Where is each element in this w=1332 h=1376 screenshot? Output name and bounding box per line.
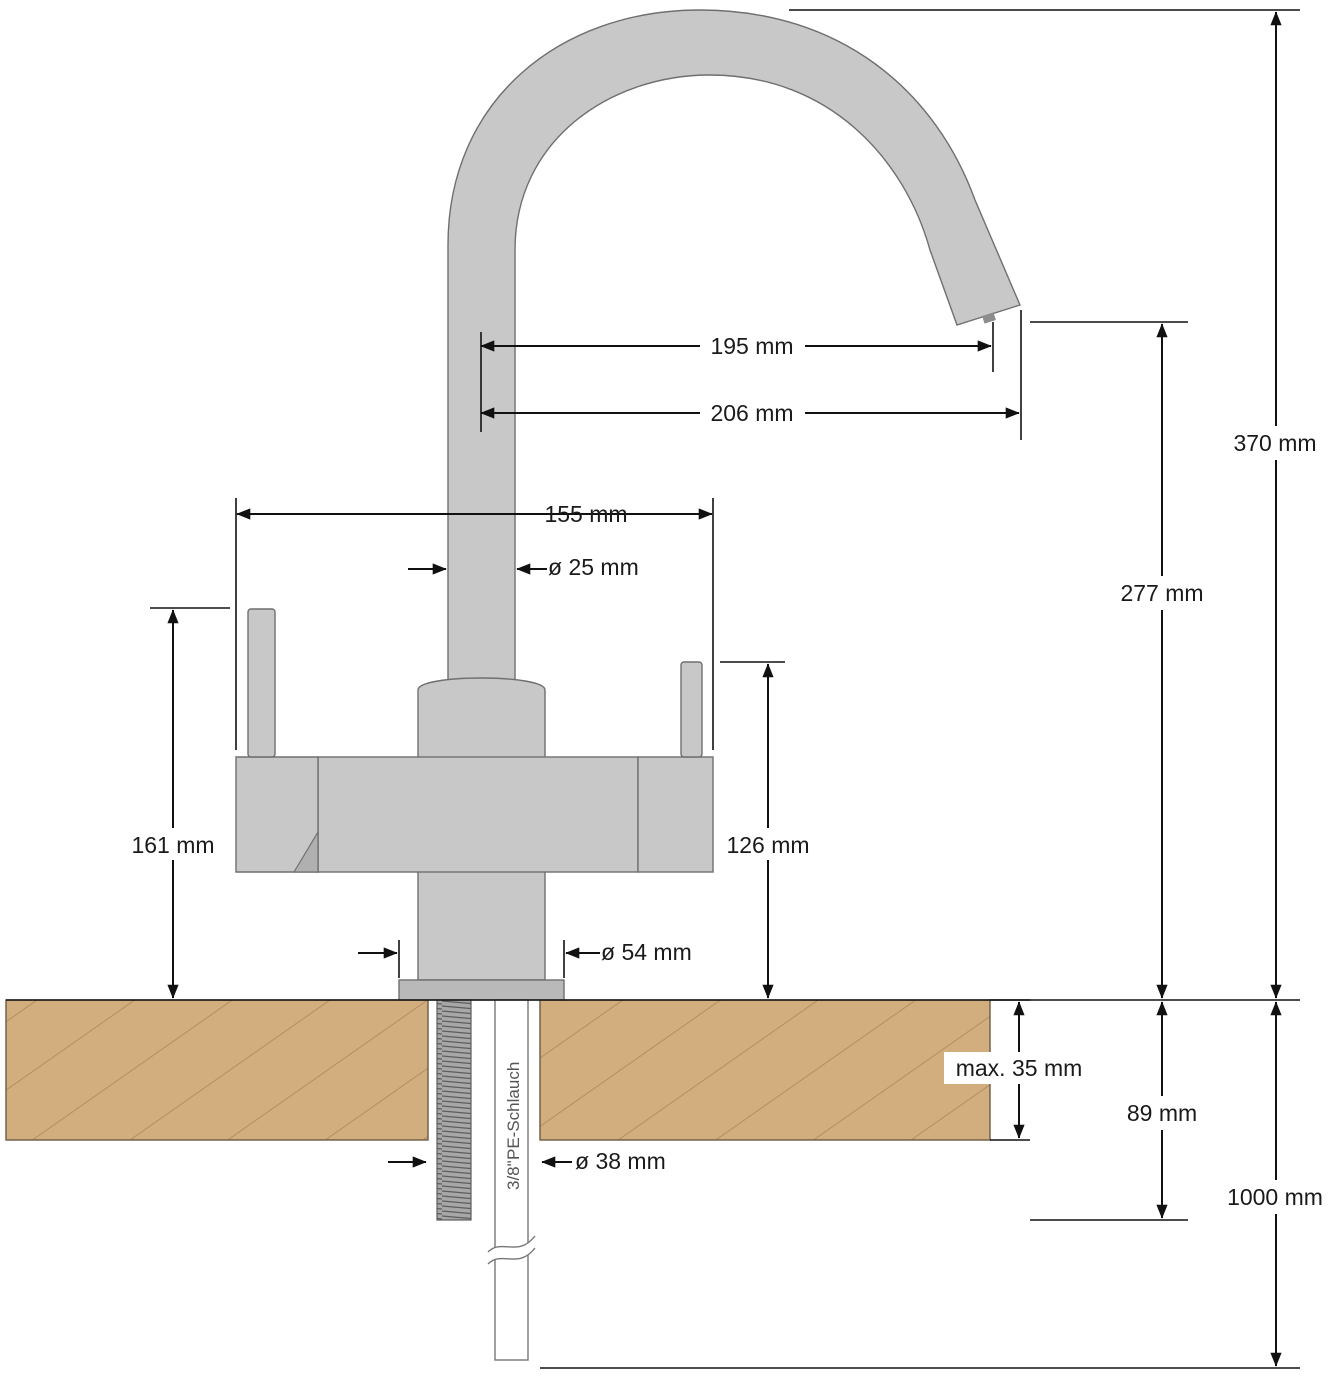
countertop: [5, 999, 991, 1141]
spout: [447, 9, 1021, 691]
label-hose-length: 1000 mm: [1227, 1184, 1323, 1210]
label-thread-length: 89 mm: [1127, 1100, 1197, 1126]
hose-label: PE-Schlauch: [504, 1062, 523, 1160]
label-hole-diameter: ø 38 mm: [575, 1148, 666, 1174]
label-outlet-reach-outer: 206 mm: [710, 400, 793, 426]
label-spout-diameter: ø 25 mm: [548, 554, 639, 580]
label-outlet-height: 277 mm: [1120, 580, 1203, 606]
left-lever: [247, 608, 276, 758]
pe-hose: [487, 999, 536, 1361]
hose-size-label: 3/8": [504, 1160, 523, 1190]
label-lever-span: 155 mm: [544, 501, 627, 527]
countertop-left: [5, 999, 429, 1141]
right-lever: [680, 661, 703, 758]
faucet-cross: [317, 756, 639, 873]
label-right-lever-height: 126 mm: [726, 832, 809, 858]
faucet: [235, 9, 1021, 1361]
dimension-lines: [167, 11, 1282, 1367]
threaded-rod: [436, 999, 472, 1221]
base-plate: [398, 979, 565, 1001]
countertop-right: [539, 999, 991, 1141]
label-outlet-reach-inner: 195 mm: [710, 333, 793, 359]
aerator: [982, 312, 996, 324]
label-left-lever-height: 161 mm: [131, 832, 214, 858]
right-valve-block: [637, 756, 714, 873]
label-total-height: 370 mm: [1233, 430, 1316, 456]
left-block-bevel: [292, 829, 319, 873]
label-base-diameter: ø 54 mm: [601, 939, 692, 965]
extension-lines: [6, 9, 1300, 1369]
label-counter-thickness: max. 35 mm: [956, 1055, 1083, 1081]
dimension-labels: 195 mm 206 mm 155 mm ø 25 mm 161 mm 126 …: [125, 333, 1332, 1214]
